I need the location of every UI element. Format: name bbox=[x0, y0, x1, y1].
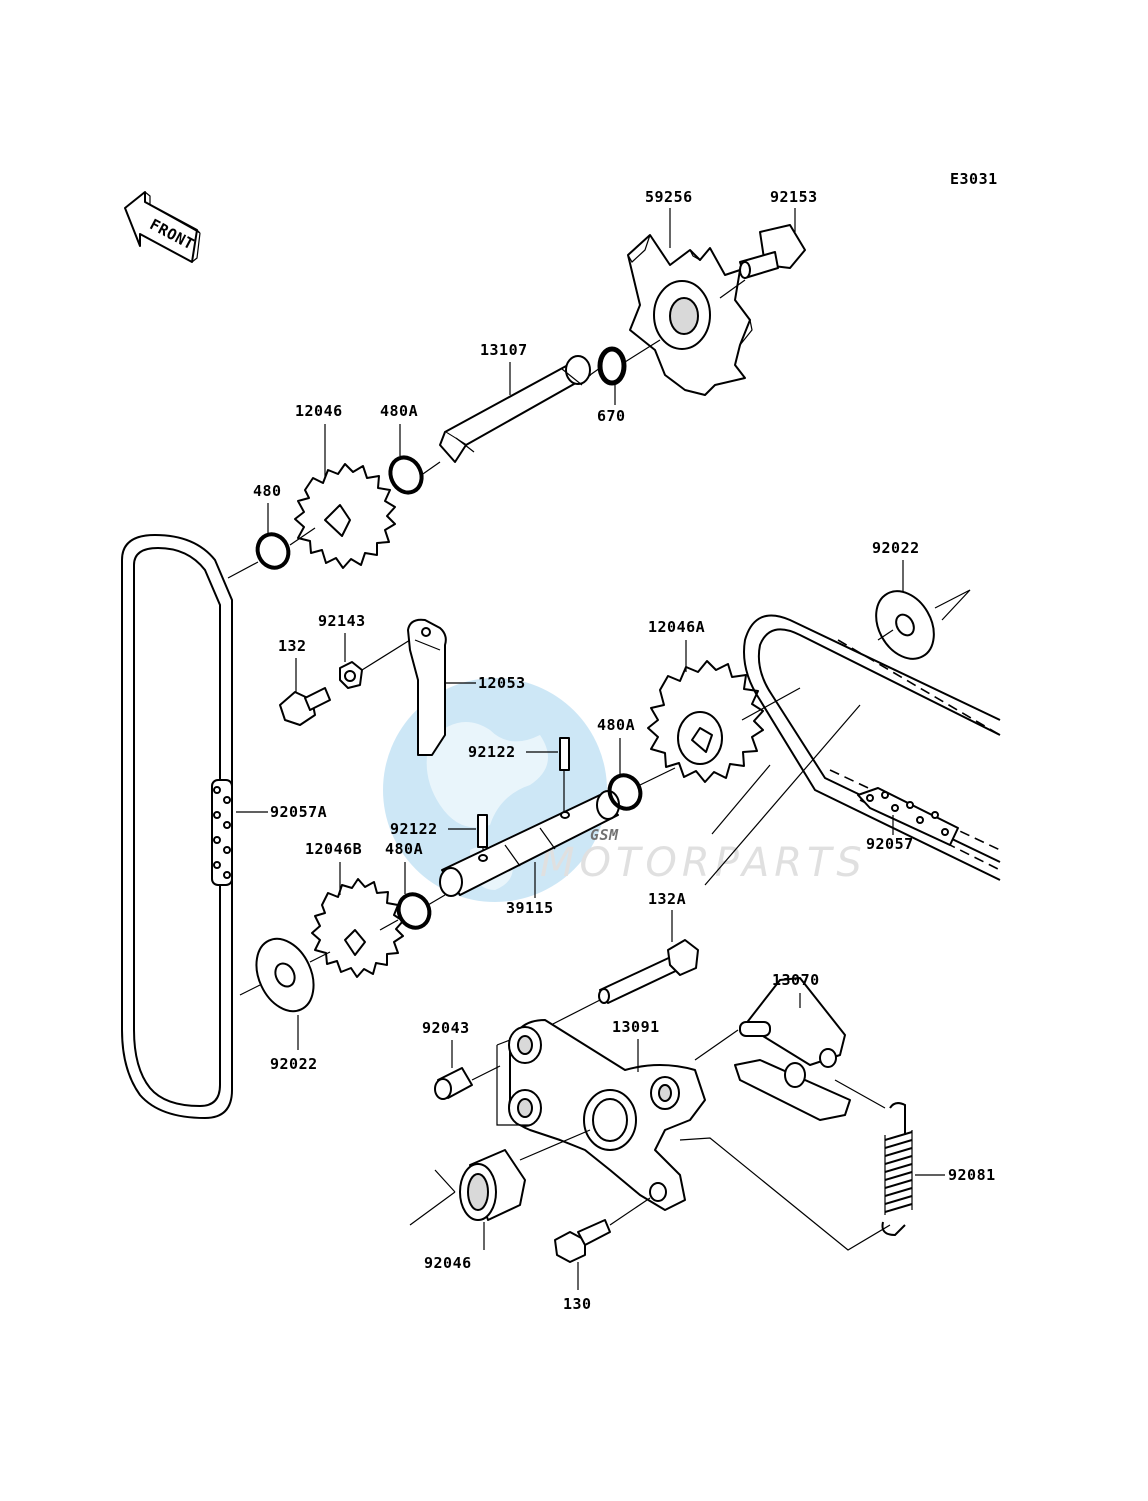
part-12046-sprocket[interactable] bbox=[294, 463, 396, 569]
part-92043-bushing[interactable] bbox=[434, 1067, 473, 1100]
label-12053: 12053 bbox=[478, 674, 526, 692]
part-92057-chain-link[interactable] bbox=[857, 787, 959, 846]
label-480A-mid: 480A bbox=[597, 716, 635, 734]
label-132A: 132A bbox=[648, 890, 686, 908]
label-92153: 92153 bbox=[770, 188, 818, 206]
label-12046A: 12046A bbox=[648, 618, 705, 636]
part-92153-bolt[interactable] bbox=[739, 224, 806, 279]
part-132-bolt[interactable] bbox=[279, 687, 331, 726]
part-92022-washer-left[interactable] bbox=[245, 930, 324, 1021]
part-92022-washer-right[interactable] bbox=[864, 581, 945, 669]
part-480A-snap-ring-top[interactable] bbox=[385, 452, 427, 497]
label-92046: 92046 bbox=[424, 1254, 472, 1272]
label-13107: 13107 bbox=[480, 341, 528, 359]
part-480A-snap-ring-mid[interactable] bbox=[604, 770, 646, 813]
part-480-snap-ring[interactable] bbox=[252, 529, 294, 572]
label-92122-lower: 92122 bbox=[390, 820, 438, 838]
label-92057A: 92057A bbox=[270, 803, 327, 821]
label-92022-right: 92022 bbox=[872, 539, 920, 557]
part-chain-loop-right[interactable] bbox=[743, 614, 1001, 881]
part-59256-drive-wheel[interactable] bbox=[627, 234, 753, 396]
label-39115: 39115 bbox=[506, 899, 554, 917]
label-13091: 13091 bbox=[612, 1018, 660, 1036]
part-480A-snap-ring-low[interactable] bbox=[393, 889, 435, 932]
label-12046B: 12046B bbox=[305, 840, 362, 858]
label-92143: 92143 bbox=[318, 612, 366, 630]
part-92122-pin-upper[interactable] bbox=[559, 737, 570, 771]
part-13107-shaft[interactable] bbox=[439, 355, 591, 463]
part-13070-bracket[interactable] bbox=[734, 977, 851, 1121]
part-39115-shaft[interactable] bbox=[439, 790, 620, 897]
part-92057A-chain-link[interactable] bbox=[211, 779, 233, 886]
part-12053-plate[interactable] bbox=[407, 618, 447, 756]
part-92143-nut[interactable] bbox=[339, 661, 363, 689]
part-130-bolt[interactable] bbox=[554, 1219, 611, 1263]
part-12046A-sprocket[interactable] bbox=[647, 660, 764, 783]
label-132: 132 bbox=[278, 637, 307, 655]
label-480A-low: 480A bbox=[385, 840, 423, 858]
label-130: 130 bbox=[563, 1295, 592, 1313]
label-480: 480 bbox=[253, 482, 282, 500]
label-12046: 12046 bbox=[295, 402, 343, 420]
part-12046B-sprocket[interactable] bbox=[311, 878, 404, 978]
part-670-ring[interactable] bbox=[597, 346, 627, 386]
label-92043: 92043 bbox=[422, 1019, 470, 1037]
part-132A-bolt[interactable] bbox=[598, 939, 699, 1004]
part-92122-pin-lower[interactable] bbox=[477, 814, 488, 848]
part-92046-bearing[interactable] bbox=[459, 1149, 526, 1221]
diagram-code: E3031 bbox=[950, 170, 998, 188]
watermark-subtitle: MOTORPARTS bbox=[540, 840, 867, 886]
label-480A-top: 480A bbox=[380, 402, 418, 420]
label-92081: 92081 bbox=[948, 1166, 996, 1184]
part-13091-tension-arm[interactable] bbox=[508, 1019, 706, 1211]
label-92022-left: 92022 bbox=[270, 1055, 318, 1073]
watermark-brand: GSM bbox=[590, 826, 619, 844]
label-92057: 92057 bbox=[866, 835, 914, 853]
part-92081-spring[interactable] bbox=[881, 1102, 913, 1237]
part-chain-loop-left[interactable] bbox=[121, 533, 233, 1120]
label-59256: 59256 bbox=[645, 188, 693, 206]
label-92122-upper: 92122 bbox=[468, 743, 516, 761]
label-670: 670 bbox=[597, 407, 626, 425]
label-13070: 13070 bbox=[772, 971, 820, 989]
front-arrow-icon: FRONT bbox=[124, 191, 201, 263]
